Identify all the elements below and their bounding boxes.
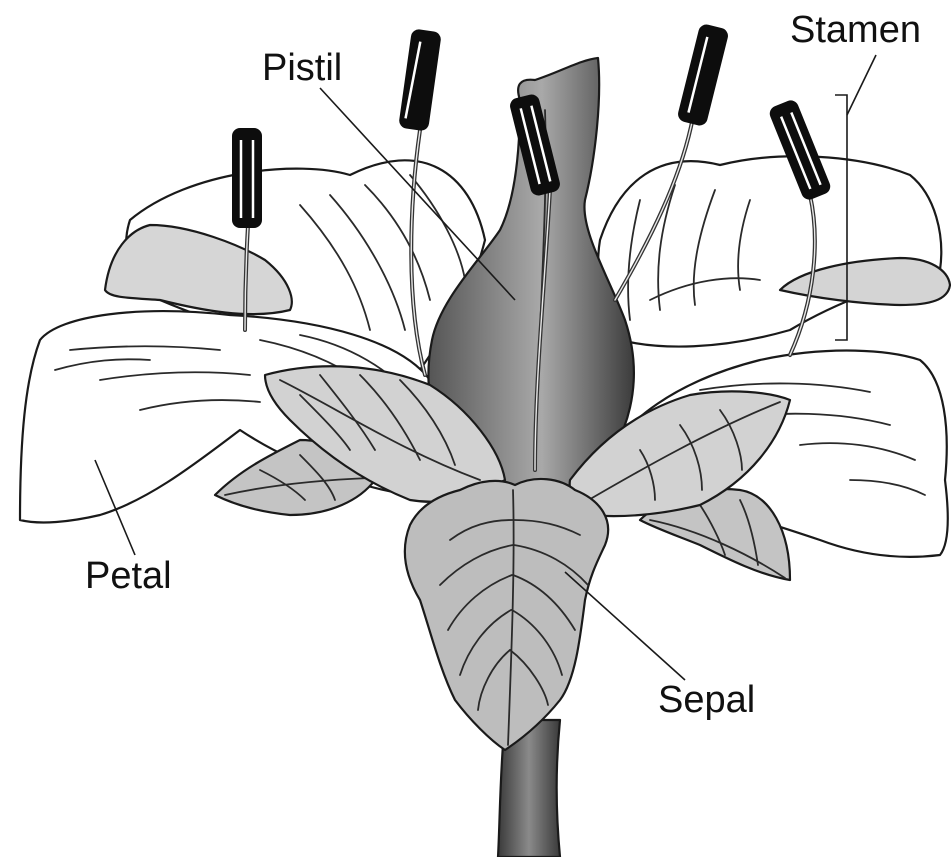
stamen-leader bbox=[847, 55, 876, 115]
stamen-label: Stamen bbox=[790, 9, 921, 51]
petal-label: Petal bbox=[85, 555, 172, 597]
sepal-label: Sepal bbox=[658, 679, 755, 721]
sepal-leader bbox=[565, 572, 685, 680]
sepal-front bbox=[405, 479, 608, 750]
anther-1 bbox=[232, 128, 262, 228]
anther-4 bbox=[676, 23, 729, 127]
pistil-label: Pistil bbox=[262, 47, 342, 89]
petal-back-right bbox=[598, 156, 950, 346]
